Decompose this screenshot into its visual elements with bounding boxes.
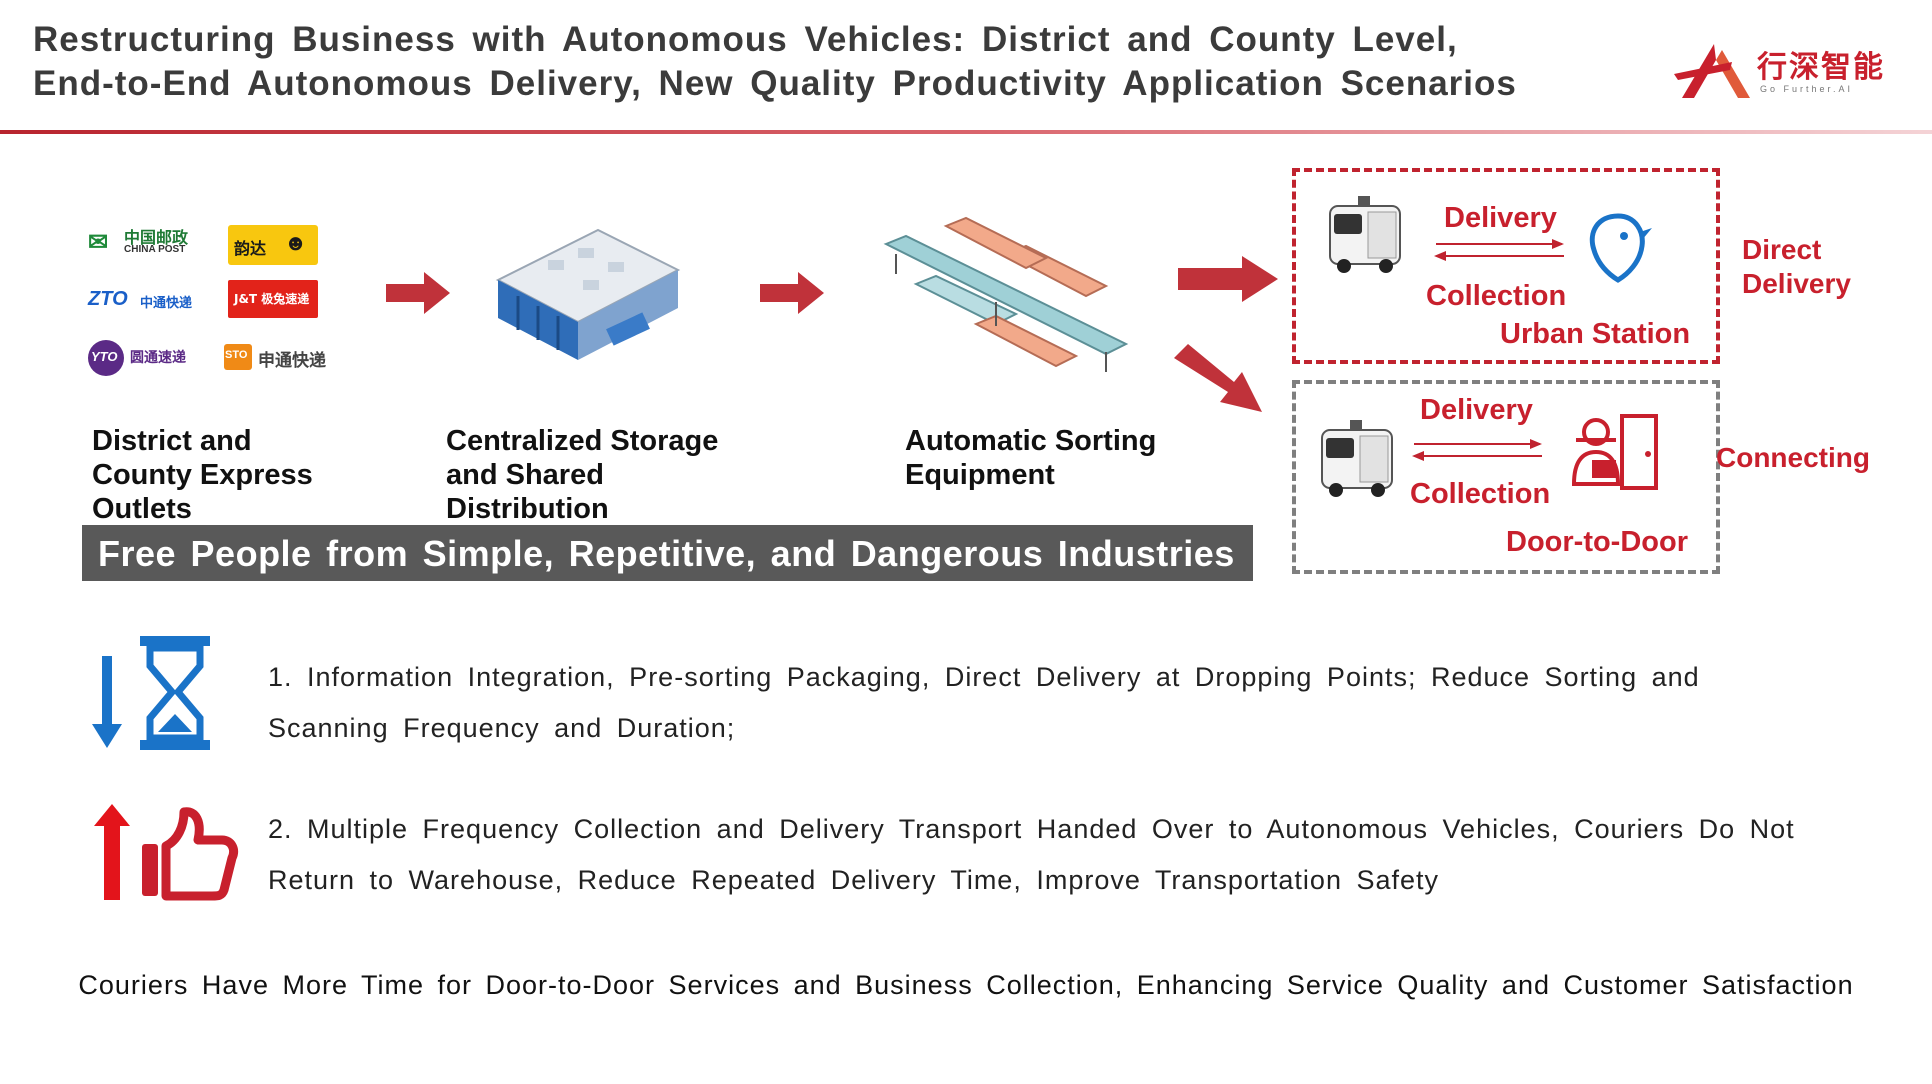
- urban-station-label: Urban Station: [1500, 318, 1691, 350]
- china-post-icon: ✉: [88, 229, 109, 256]
- station-bird-icon: [1589, 213, 1652, 283]
- banner: Free People from Simple, Repetitive, and…: [82, 525, 1253, 581]
- page-title: Restructuring Business with Autonomous V…: [33, 18, 1517, 106]
- benefit-2-line-2: Return to Warehouse, Reduce Repeated Del…: [268, 865, 1440, 895]
- benefit-1: 1. Information Integration, Pre-sorting …: [268, 652, 1700, 754]
- connecting-delivery-label: Delivery: [1420, 394, 1533, 426]
- benefit-2-line-1: 2. Multiple Frequency Collection and Del…: [268, 814, 1795, 844]
- direct-delivery-box: [1292, 168, 1720, 364]
- autonomous-vehicle-icon: [1321, 420, 1393, 497]
- sto-text: 申通快递: [258, 351, 326, 371]
- yto-logo: YTO: [88, 340, 124, 376]
- stage-label-storage: Centralized Storage and Shared Distribut…: [446, 425, 719, 525]
- logo-mark-icon: [1674, 44, 1750, 98]
- footer-summary: Couriers Have More Time for Door-to-Door…: [78, 970, 1854, 1000]
- bidirectional-arrow-icon: [1434, 239, 1564, 261]
- yto-text: 圆通速递: [130, 350, 186, 366]
- benefit-1-line-1: 1. Information Integration, Pre-sorting …: [268, 662, 1700, 692]
- sto-logo: STO: [224, 344, 252, 370]
- header-divider: [0, 130, 1932, 134]
- direct-side-label-2: Delivery: [1742, 268, 1851, 299]
- door-to-door-label: Door-to-Door: [1506, 526, 1689, 558]
- yunda-logo: 韵达 ☻: [228, 225, 318, 265]
- flow-arrow-icon: [386, 272, 450, 314]
- benefit-1-line-2: Scanning Frequency and Duration;: [268, 713, 736, 743]
- hourglass-down-icon: [92, 636, 210, 750]
- jt-logo: J&T 极兔速递: [228, 280, 318, 318]
- connecting-box: [1292, 380, 1720, 574]
- smile-icon: ☻: [284, 230, 308, 255]
- courier-logos: ✉ 中国邮政 CHINA POST 韵达 ☻ ZTO 中通快递 J&T 极兔速递…: [88, 220, 348, 380]
- direct-delivery-label: Delivery: [1444, 202, 1557, 234]
- stage-label-outlets: District and County Express Outlets: [92, 425, 313, 525]
- zto-logo: ZTO 中通快递: [88, 288, 193, 311]
- stage-label-sorting: Automatic Sorting Equipment: [905, 425, 1157, 491]
- banner-text: Free People from Simple, Repetitive, and…: [98, 533, 1235, 574]
- china-post-logo: ✉ 中国邮政 CHINA POST: [88, 228, 189, 256]
- title-line-2: End-to-End Autonomous Delivery, New Qual…: [33, 64, 1517, 103]
- company-logo: 行深智能 Go Further.AI: [1672, 40, 1892, 106]
- arrow-to-connecting-icon: [1174, 344, 1262, 412]
- title-line-1: Restructuring Business with Autonomous V…: [33, 20, 1458, 59]
- logo-text: 行深智能: [1757, 50, 1885, 85]
- flow-arrow-icon: [760, 272, 824, 314]
- bidirectional-arrow-icon: [1412, 439, 1542, 461]
- connecting-collection-label: Collection: [1410, 478, 1551, 510]
- thumbs-up-icon: [94, 804, 239, 901]
- courier-at-door-icon: [1571, 414, 1658, 490]
- arrow-to-direct-icon: [1178, 256, 1278, 302]
- direct-side-label-1: Direct: [1742, 234, 1822, 265]
- logo-subtext: Go Further.AI: [1760, 84, 1854, 94]
- direct-collection-label: Collection: [1426, 280, 1567, 312]
- sorting-equipment-icon: [883, 216, 1129, 372]
- benefit-2: 2. Multiple Frequency Collection and Del…: [268, 804, 1795, 906]
- autonomous-vehicle-icon: [1329, 196, 1401, 273]
- warehouse-icon: [495, 228, 681, 360]
- connecting-side-label: Connecting: [1716, 442, 1870, 473]
